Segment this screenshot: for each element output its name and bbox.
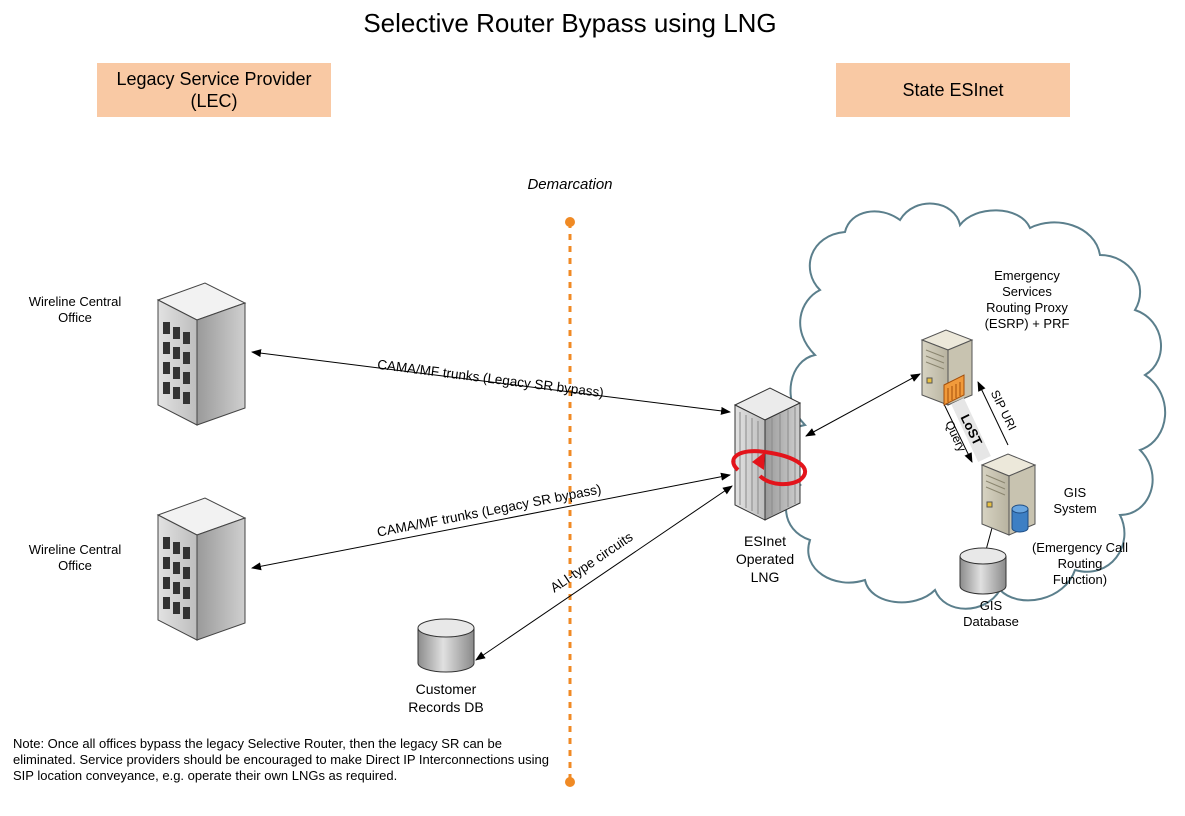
gis-database-cylinder [959,547,1007,595]
header-state-esinet-label: State ESInet [902,80,1004,100]
trunk-1-line [251,349,731,415]
esrp-label: Emergency Services Routing Proxy (ESRP) … [984,268,1070,331]
page-title: Selective Router Bypass using LNG [363,8,777,38]
trunk-2-line [251,472,731,571]
loop-arrow [731,449,808,487]
customer-db-cylinder [417,618,475,673]
lng-tower [731,387,808,521]
demarcation-top-dot [565,217,575,227]
esrp-server [920,329,974,406]
sip-uri-line [977,381,1009,446]
query-line [941,399,973,463]
gis-database-label: GIS Database [963,598,1019,629]
gis-system-server [980,453,1037,536]
ali-line [475,485,733,661]
demarcation-label: Demarcation [527,176,613,193]
ali-label: ALI-type circuits [547,529,635,595]
header-legacy-provider: Legacy Service Provider (LEC) [97,63,331,117]
central-office-2-label: Wireline Central Office [28,542,122,573]
gis-system-label: GIS System [1053,485,1097,516]
gis-db-line [985,527,993,551]
central-office-2-building [156,497,247,641]
central-office-1-label: Wireline Central Office [28,294,122,325]
customer-db-label: Customer Records DB [408,681,484,715]
lng-label: ESInet Operated LNG [735,533,795,585]
header-legacy-provider-label: Legacy Service Provider (LEC) [116,69,312,111]
demarcation-bottom-dot [565,777,575,787]
header-state-esinet: State ESInet [836,63,1070,117]
lost-box [951,398,991,462]
ecrf-label: (Emergency Call Routing Function) [1031,540,1129,587]
lng-esrp-line [805,373,921,437]
central-office-1-building [156,282,247,426]
footnote: Note: Once all offices bypass the legacy… [13,736,549,783]
